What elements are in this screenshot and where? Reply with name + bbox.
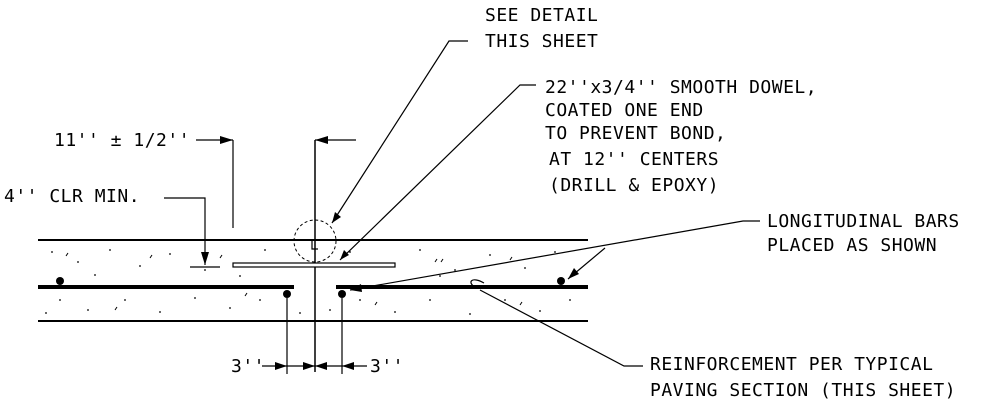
longitudinal-bar bbox=[283, 290, 291, 298]
dowel-leader bbox=[339, 84, 536, 261]
detail-joint-mark bbox=[311, 241, 318, 250]
longitudinal-bars-label: LONGITUDINAL BARS bbox=[767, 211, 960, 232]
dowel-note-label: (DRILL & EPOXY) bbox=[549, 175, 720, 196]
longitudinal-bars-leader bbox=[349, 220, 760, 291]
dim-arrowhead bbox=[220, 136, 233, 144]
dim-arrowhead bbox=[315, 362, 327, 370]
dim-arrowhead bbox=[303, 362, 315, 370]
dowel-note-label: COATED ONE END bbox=[545, 100, 704, 121]
reinforcement-label: REINFORCEMENT PER TYPICAL bbox=[650, 354, 934, 375]
longitudinal-arrowhead bbox=[350, 284, 362, 292]
longitudinal-arrowhead bbox=[568, 268, 579, 279]
see-detail-leader bbox=[331, 40, 468, 224]
clearance-arrowhead bbox=[201, 252, 209, 265]
clearance-label: 4'' CLR MIN. bbox=[4, 186, 141, 207]
dowel-arrowhead bbox=[340, 250, 349, 260]
slab-depth-label: 11'' ± 1/2'' bbox=[54, 130, 191, 151]
see-detail-label: SEE DETAIL bbox=[485, 5, 599, 26]
dimension-left-label: 3'' bbox=[231, 356, 266, 377]
longitudinal-bar bbox=[56, 277, 64, 285]
reinforcement-leader bbox=[479, 289, 643, 367]
longitudinal-bar bbox=[338, 290, 346, 298]
concrete-stipple bbox=[45, 249, 576, 315]
dim-arrowhead bbox=[342, 362, 354, 370]
clearance-leader bbox=[164, 197, 206, 265]
concrete-ticks bbox=[65, 252, 523, 311]
dimension-right-label: 3'' bbox=[370, 356, 405, 377]
see-detail-label: THIS SHEET bbox=[485, 31, 599, 52]
dowel-bar bbox=[232, 262, 396, 268]
longitudinal-bar bbox=[557, 277, 565, 285]
see-detail-arrowhead bbox=[332, 212, 341, 223]
dim-arrowhead bbox=[315, 136, 328, 144]
dowel-note-label: TO PREVENT BOND, bbox=[545, 123, 727, 144]
reinforcement-leader-hook bbox=[470, 279, 485, 289]
detail-callout-circle bbox=[293, 219, 337, 263]
longitudinal-bars-label: PLACED AS SHOWN bbox=[767, 235, 938, 256]
dowel-note-label: AT 12'' CENTERS bbox=[549, 149, 720, 170]
dowel-note-label: 22''x3/4'' SMOOTH DOWEL, bbox=[545, 77, 818, 98]
dim-arrowhead bbox=[275, 362, 287, 370]
reinforcement-label: PAVING SECTION (THIS SHEET) bbox=[650, 380, 957, 401]
